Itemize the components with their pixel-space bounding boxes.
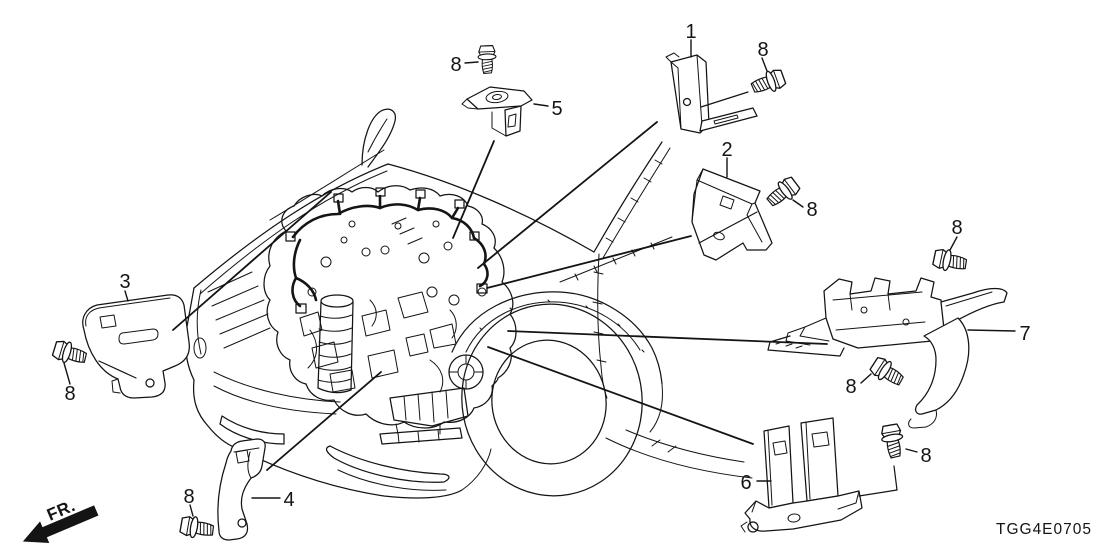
bracket-5 — [461, 86, 533, 137]
leader-line — [452, 140, 495, 239]
callout-tail-line — [905, 448, 918, 453]
part-callout-8[interactable]: 8 — [806, 199, 817, 221]
part-callout-5[interactable]: 5 — [551, 98, 562, 120]
pulley-art — [448, 354, 484, 390]
part-callout-8[interactable]: 8 — [450, 54, 461, 76]
bolt-icon — [50, 337, 90, 369]
bracket-6 — [740, 417, 863, 533]
bolt-icon — [931, 246, 969, 276]
car-body-art — [184, 108, 753, 499]
callout-tail-line — [533, 103, 549, 107]
callout-tail-line — [124, 290, 129, 302]
callout-tail-line — [63, 362, 71, 385]
callout-layer: 1 2 3 4 5 6 7 8 8 8 8 8 8 8 8 — [63, 21, 1031, 517]
leader-line — [486, 235, 692, 289]
part-callout-1[interactable]: 1 — [685, 21, 696, 43]
bracket-3 — [82, 294, 191, 399]
front-direction-arrow: FR. — [22, 496, 99, 544]
engine-art — [263, 185, 517, 445]
leader-line — [172, 191, 332, 331]
part-callout-2[interactable]: 2 — [721, 139, 732, 161]
fastener-line — [700, 91, 749, 108]
fastener-line — [893, 465, 898, 491]
callout-tail-line — [792, 199, 804, 208]
bracket-7 — [767, 277, 1008, 429]
callout-tail-line — [761, 57, 768, 72]
bolt-icon — [867, 354, 908, 391]
bracket-2 — [691, 168, 773, 261]
bolt-icon — [878, 422, 907, 460]
bracket-1 — [665, 52, 758, 134]
bolt-icon — [178, 513, 216, 542]
fastener-line — [858, 489, 898, 497]
bolt-icon — [748, 66, 788, 99]
filter-cylinder-art — [317, 294, 354, 394]
part-callout-6[interactable]: 6 — [740, 472, 751, 494]
leader-line — [507, 330, 828, 345]
part-callout-8[interactable]: 8 — [757, 39, 768, 61]
callout-tail-line — [949, 236, 958, 251]
part-callout-7[interactable]: 7 — [1019, 323, 1030, 345]
bolt-icon — [477, 44, 498, 75]
callout-tail-line — [464, 61, 479, 64]
diagram-code: TGG4E0705 — [996, 521, 1092, 538]
front-wheel-tire — [461, 303, 643, 497]
part-callout-4[interactable]: 4 — [283, 489, 294, 511]
part-callout-8[interactable]: 8 — [920, 445, 931, 467]
part-callout-3[interactable]: 3 — [119, 271, 130, 293]
callout-tail-line — [860, 373, 872, 384]
part-callout-8[interactable]: 8 — [183, 486, 194, 508]
callout-tail-line — [189, 504, 194, 517]
part-callout-8[interactable]: 8 — [951, 217, 962, 239]
part-callout-8[interactable]: 8 — [845, 376, 856, 398]
part-callout-8[interactable]: 8 — [64, 383, 75, 405]
leader-line — [487, 346, 754, 445]
leader-line — [477, 121, 658, 269]
bracket-4 — [217, 438, 266, 541]
arrow-left-icon — [22, 505, 99, 544]
callout-tail-line — [967, 329, 1016, 332]
fastener-line — [698, 211, 758, 244]
bolt-icon — [762, 173, 803, 212]
front-wheel-rim — [491, 339, 607, 465]
leader-line — [266, 371, 382, 471]
fastener-line — [98, 360, 137, 379]
